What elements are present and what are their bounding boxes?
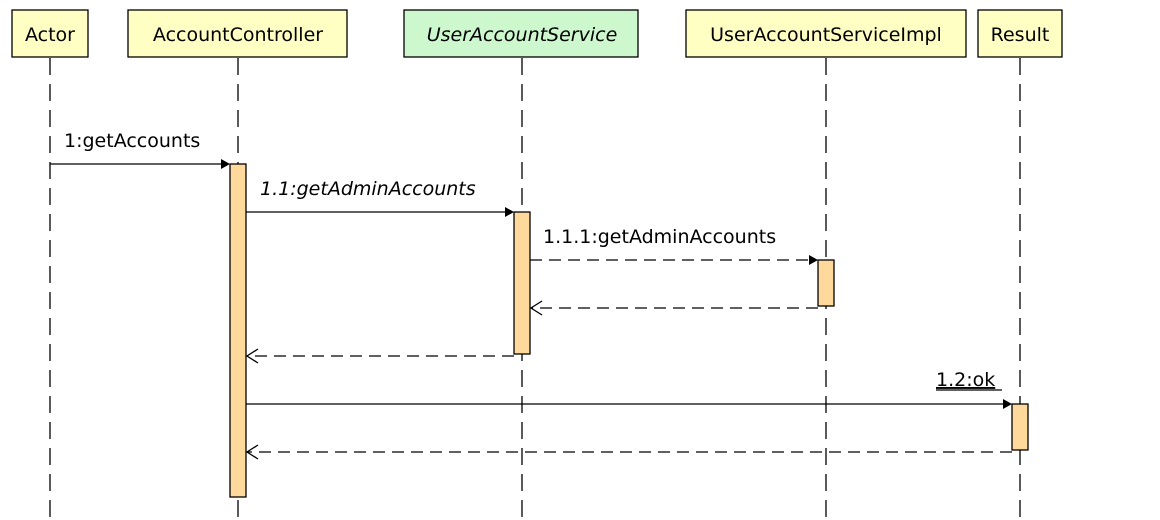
- participant-account-controller-box: [127, 9, 348, 58]
- participant-result-box: [977, 9, 1063, 58]
- message-1[interactable]: 1:getAccounts: [50, 130, 230, 169]
- activation-user-account-service: [513, 211, 531, 355]
- return-impl-arrowhead: [529, 300, 543, 316]
- participant-result[interactable]: Result: [977, 9, 1063, 58]
- message-1-1[interactable]: 1.1:getAdminAccounts: [246, 178, 514, 217]
- return-from-user-account-service-impl[interactable]: [529, 300, 818, 316]
- participant-actor-box: [11, 9, 89, 58]
- message-1-2-label: 1.2:ok: [936, 369, 995, 391]
- participant-user-account-service-impl[interactable]: UserAccountServiceImpl: [685, 9, 967, 58]
- participant-account-controller[interactable]: AccountController: [127, 9, 348, 58]
- message-1-arrowhead: [221, 159, 230, 169]
- message-1-1-arrowhead: [505, 207, 514, 217]
- activation-account-controller: [229, 163, 247, 498]
- participant-user-account-service-box: [403, 9, 639, 58]
- return-from-result[interactable]: [245, 444, 1012, 460]
- message-1-1-1[interactable]: 1.1.1:getAdminAccounts: [530, 226, 818, 265]
- participant-account-controller-label: AccountController: [153, 24, 323, 46]
- message-1-2-arrowhead: [1003, 399, 1012, 409]
- return-from-user-account-service[interactable]: [245, 348, 514, 364]
- activation-user-account-service-impl: [817, 259, 835, 307]
- message-1-1-1-arrowhead: [809, 255, 818, 265]
- participant-actor-label: Actor: [25, 24, 75, 46]
- message-1-label: 1:getAccounts: [64, 130, 200, 152]
- participant-user-account-service[interactable]: UserAccountService: [403, 9, 639, 58]
- participant-actor[interactable]: Actor: [11, 9, 89, 58]
- return-result-arrowhead: [245, 444, 259, 460]
- participant-user-account-service-impl-label: UserAccountServiceImpl: [710, 24, 942, 46]
- message-1-2[interactable]: 1.2:ok: [246, 369, 1012, 409]
- message-1-1-label: 1.1:getAdminAccounts: [260, 178, 476, 200]
- activation-result: [1011, 403, 1029, 451]
- message-1-1-1-label: 1.1.1:getAdminAccounts: [543, 226, 776, 248]
- participant-user-account-service-label: UserAccountService: [427, 24, 618, 46]
- return-service-arrowhead: [245, 348, 259, 364]
- participant-user-account-service-impl-box: [685, 9, 967, 58]
- participant-result-label: Result: [991, 24, 1050, 46]
